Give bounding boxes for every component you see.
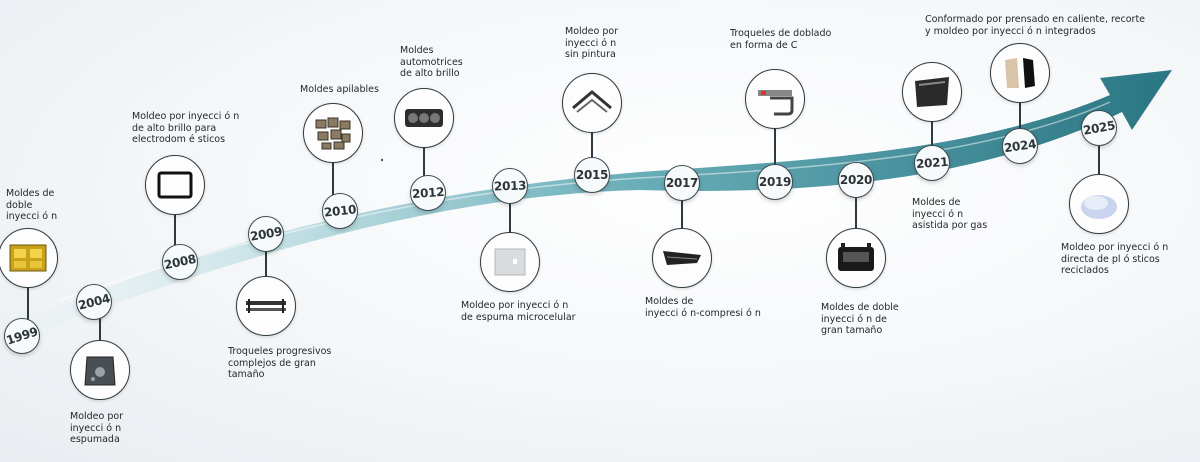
- milestone-label-2009: Troqueles progresivos complejos de gran …: [228, 346, 332, 380]
- year-text: 2009: [248, 224, 284, 244]
- connector-line: [99, 302, 101, 370]
- milestone-label-2017: Moldes de inyecci ó n-compresi ó n: [645, 296, 761, 319]
- large-double-mold-icon: [826, 228, 886, 288]
- gas-assist-part-icon: [902, 62, 962, 122]
- milestone-label-2012: Moldes automotrices de alto brillo: [400, 45, 463, 79]
- year-text: 2017: [665, 176, 699, 190]
- year-badge-2017: 2017: [664, 165, 700, 201]
- year-text: 2020: [839, 173, 873, 187]
- unpainted-part-icon: [562, 73, 622, 133]
- arrow-highlight: [59, 101, 1111, 301]
- connector-line: [174, 185, 176, 262]
- frame-panel-icon: [145, 155, 205, 215]
- year-text: 2012: [411, 184, 445, 202]
- connector-line: [774, 99, 776, 182]
- connector-line: [855, 180, 857, 258]
- year-text: 2015: [575, 168, 609, 182]
- year-text: 2021: [915, 154, 949, 172]
- stack-mold-icon: [303, 103, 363, 163]
- microcell-panel-icon: [480, 232, 540, 292]
- milestone-label-2021: Moldes de inyecci ó n asistida por gas: [912, 197, 988, 231]
- year-badge-2004: 2004: [76, 284, 112, 320]
- milestone-label-2015: Moldeo por inyecci ó n sin pintura: [565, 26, 619, 60]
- recycled-plastic-icon: [1069, 174, 1129, 234]
- auto-grille-icon: [394, 88, 454, 148]
- year-badge-2024: 2024: [1002, 128, 1038, 164]
- year-text: 1999: [4, 324, 40, 348]
- connector-line: [1098, 128, 1100, 204]
- connector-line: [423, 118, 425, 193]
- year-badge-2015: 2015: [574, 157, 610, 193]
- milestone-label-2004: Moldeo por inyecci ó n espumada: [70, 411, 124, 445]
- double-mold-icon: [0, 228, 58, 288]
- year-text: 2010: [323, 202, 357, 220]
- year-badge-2025: 2025: [1081, 110, 1117, 146]
- year-text: 2004: [76, 291, 112, 313]
- connector-line: [931, 92, 933, 163]
- year-badge-2019: 2019: [757, 164, 793, 200]
- year-text: 2019: [758, 175, 792, 189]
- milestone-label-2013: Moldeo por inyecci ó n de espuma microce…: [461, 300, 576, 323]
- milestone-label-2020: Moldes de doble inyecci ó n de gran tama…: [821, 302, 899, 336]
- milestone-label-1999: Moldes de doble inyecci ó n: [6, 188, 58, 222]
- year-badge-2012: 2012: [410, 175, 446, 211]
- milestone-label-2024: Conformado por prensado en caliente, rec…: [925, 14, 1146, 37]
- connector-line: [591, 103, 593, 175]
- connector-line: [1019, 73, 1021, 146]
- year-badge-2020: 2020: [838, 162, 874, 198]
- year-text: 2025: [1081, 118, 1117, 138]
- year-badge-2010: 2010: [322, 193, 358, 229]
- hot-press-part-icon: [990, 43, 1050, 103]
- connector-line: [265, 234, 267, 306]
- milestone-label-2019: Troqueles de doblado en forma de C: [730, 28, 832, 51]
- milestone-label-2008: Moldeo por inyecci ó n de alto brillo pa…: [132, 111, 240, 145]
- year-text: 2013: [493, 178, 527, 194]
- progressive-die-icon: [236, 276, 296, 336]
- year-badge-2013: 2013: [492, 168, 528, 204]
- connector-line: [27, 258, 29, 336]
- year-text: 2024: [1003, 136, 1037, 156]
- milestone-label-2010: Moldes apilables: [300, 84, 379, 95]
- connector-line: [332, 133, 334, 211]
- foam-mold-icon: [70, 340, 130, 400]
- year-badge-1999: 1999: [4, 318, 40, 354]
- connector-line: [509, 186, 511, 262]
- c-bend-die-icon: [745, 69, 805, 129]
- year-text: 2008: [162, 251, 198, 273]
- year-badge-2021: 2021: [914, 145, 950, 181]
- year-badge-2009: 2009: [248, 216, 284, 252]
- milestone-label-2025: Moldeo por inyecci ó n directa de pl ó s…: [1061, 242, 1169, 276]
- compression-part-icon: [652, 228, 712, 288]
- year-badge-2008: 2008: [162, 244, 198, 280]
- connector-line: [681, 183, 683, 258]
- decor-dot: [380, 158, 384, 162]
